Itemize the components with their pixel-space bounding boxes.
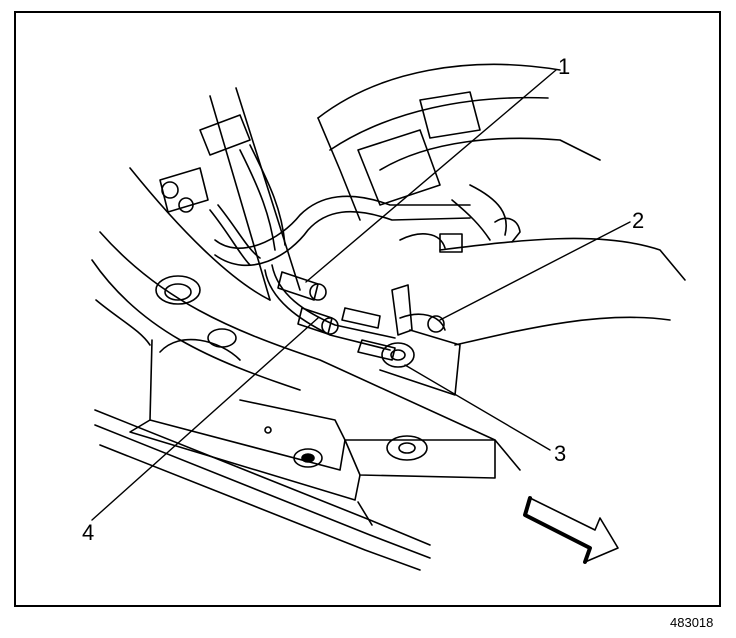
diagram-frame xyxy=(14,11,721,607)
leader-lines xyxy=(91,69,631,521)
callout-4: 4 xyxy=(82,520,95,545)
body-contours xyxy=(91,63,686,471)
leader-2 xyxy=(439,221,631,321)
engine-components xyxy=(317,91,521,253)
callout-3: 3 xyxy=(554,441,567,466)
leader-4 xyxy=(91,317,319,521)
leader-1 xyxy=(305,69,557,283)
crossmember xyxy=(94,338,496,571)
leader-3 xyxy=(404,364,551,451)
coolant-hoses xyxy=(214,195,471,351)
fittings xyxy=(277,271,461,396)
figure-id: 483018 xyxy=(670,615,714,630)
callout-1: 1 xyxy=(558,54,571,79)
wiring-harness xyxy=(159,114,286,266)
mount-holes xyxy=(155,275,428,468)
front-arrow-icon xyxy=(523,496,619,564)
callout-2: 2 xyxy=(632,208,645,233)
